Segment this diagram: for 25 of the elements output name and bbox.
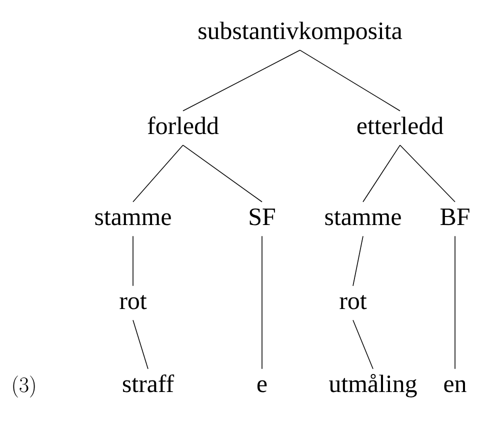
tree-node-label: rot	[120, 294, 147, 310]
tree-node-label: rot	[340, 294, 367, 310]
tree-node-label: en	[444, 380, 466, 392]
tree-node-label: etterledd	[357, 116, 444, 134]
tree-node-label: stamme	[95, 210, 171, 226]
tree-node-label: e	[257, 380, 267, 392]
tree-node-label: substantivkomposita	[198, 22, 402, 44]
example-number: (3)	[13, 376, 35, 398]
tree-branch	[300, 50, 400, 112]
tree-node-label: forledd	[148, 116, 219, 134]
tree-branch	[132, 236, 134, 286]
tree-branch	[132, 320, 148, 370]
tree-branch	[132, 144, 184, 202]
tree-node-label: utmåling	[329, 374, 417, 398]
tree-node-label: stamme	[325, 210, 401, 226]
tree-node-label: SF	[250, 208, 275, 226]
tree-branch	[182, 144, 262, 202]
tree-branch	[454, 236, 456, 370]
tree-node-label: BF	[440, 208, 470, 226]
tree-node-label: straff	[122, 374, 174, 392]
tree-branch	[400, 144, 456, 202]
tree-branch	[352, 320, 374, 370]
tree-branch	[352, 236, 364, 286]
tree-branch	[362, 144, 400, 202]
tree-branch	[182, 50, 300, 112]
